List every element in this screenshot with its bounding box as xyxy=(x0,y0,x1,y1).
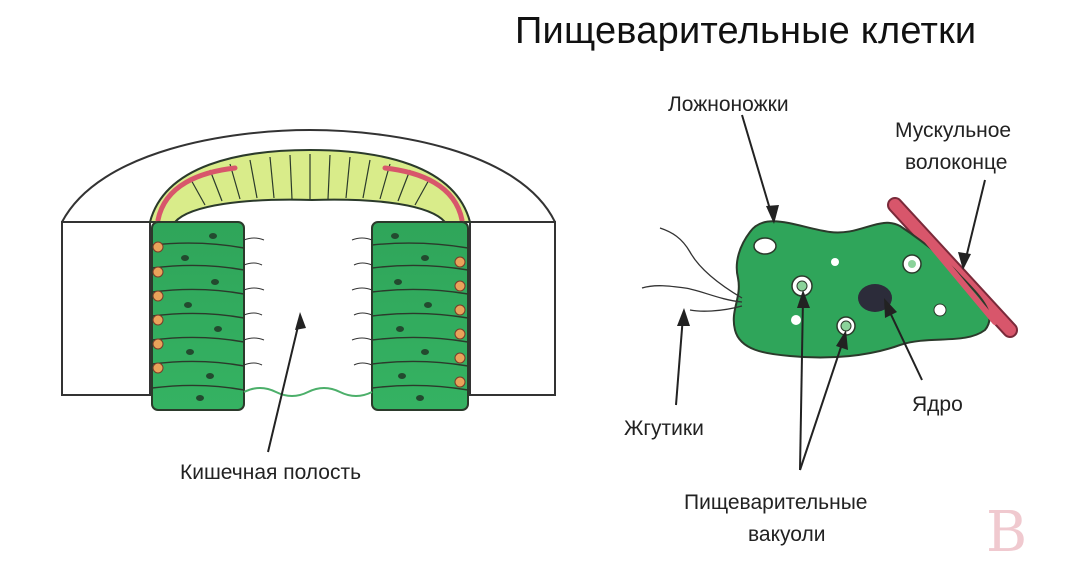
left-cell-nuclei xyxy=(181,233,222,401)
body-arch xyxy=(61,128,556,223)
label-digestive-vacuoles-line1: Пищеварительные xyxy=(684,491,868,514)
muscle-fiber-over xyxy=(907,217,998,325)
body-outline-right xyxy=(469,221,556,396)
digestive-cell xyxy=(641,197,1018,359)
pseudopod xyxy=(753,237,777,255)
vacuole-small-2 xyxy=(933,303,947,317)
label-pseudopodia: Ложноножки xyxy=(668,93,789,116)
label-muscle-fiber-line1: Мускульное xyxy=(895,119,1012,142)
right-muscle-dots xyxy=(454,256,466,388)
vacuole-3 xyxy=(902,254,922,274)
vacuole-1 xyxy=(791,275,813,297)
arch-muscle-right xyxy=(382,165,465,223)
right-cell-nuclei xyxy=(391,233,432,401)
label-digestive-vacuoles-line2: вакуоли xyxy=(748,523,826,546)
body-outline xyxy=(61,221,151,396)
cavity-flagella xyxy=(243,237,373,366)
label-nucleus: Ядро xyxy=(912,393,963,416)
cavity-bottom-line xyxy=(243,387,373,397)
right-cell-rows xyxy=(371,242,469,391)
body-wall-section xyxy=(61,128,556,453)
nucleus xyxy=(858,284,892,312)
cavity-arrowhead xyxy=(295,312,306,330)
watermark-logo: B xyxy=(986,500,1028,565)
cell-flagella xyxy=(641,227,743,312)
cavity-arrow-line xyxy=(267,317,301,453)
vacuole-small-1 xyxy=(791,315,801,325)
left-muscle-dots xyxy=(152,241,164,374)
arch-muscle-left xyxy=(155,165,238,223)
page-title: Пищеварительные клетки xyxy=(515,10,977,52)
vacuole-small-3 xyxy=(831,258,839,266)
label-muscle-fiber-line2: волоконце xyxy=(905,151,1008,174)
left-cell-rows xyxy=(151,242,245,391)
pointer-arrows xyxy=(675,114,986,471)
label-intestinal-cavity: Кишечная полость xyxy=(180,461,362,484)
label-flagella: Жгутики xyxy=(624,417,704,440)
